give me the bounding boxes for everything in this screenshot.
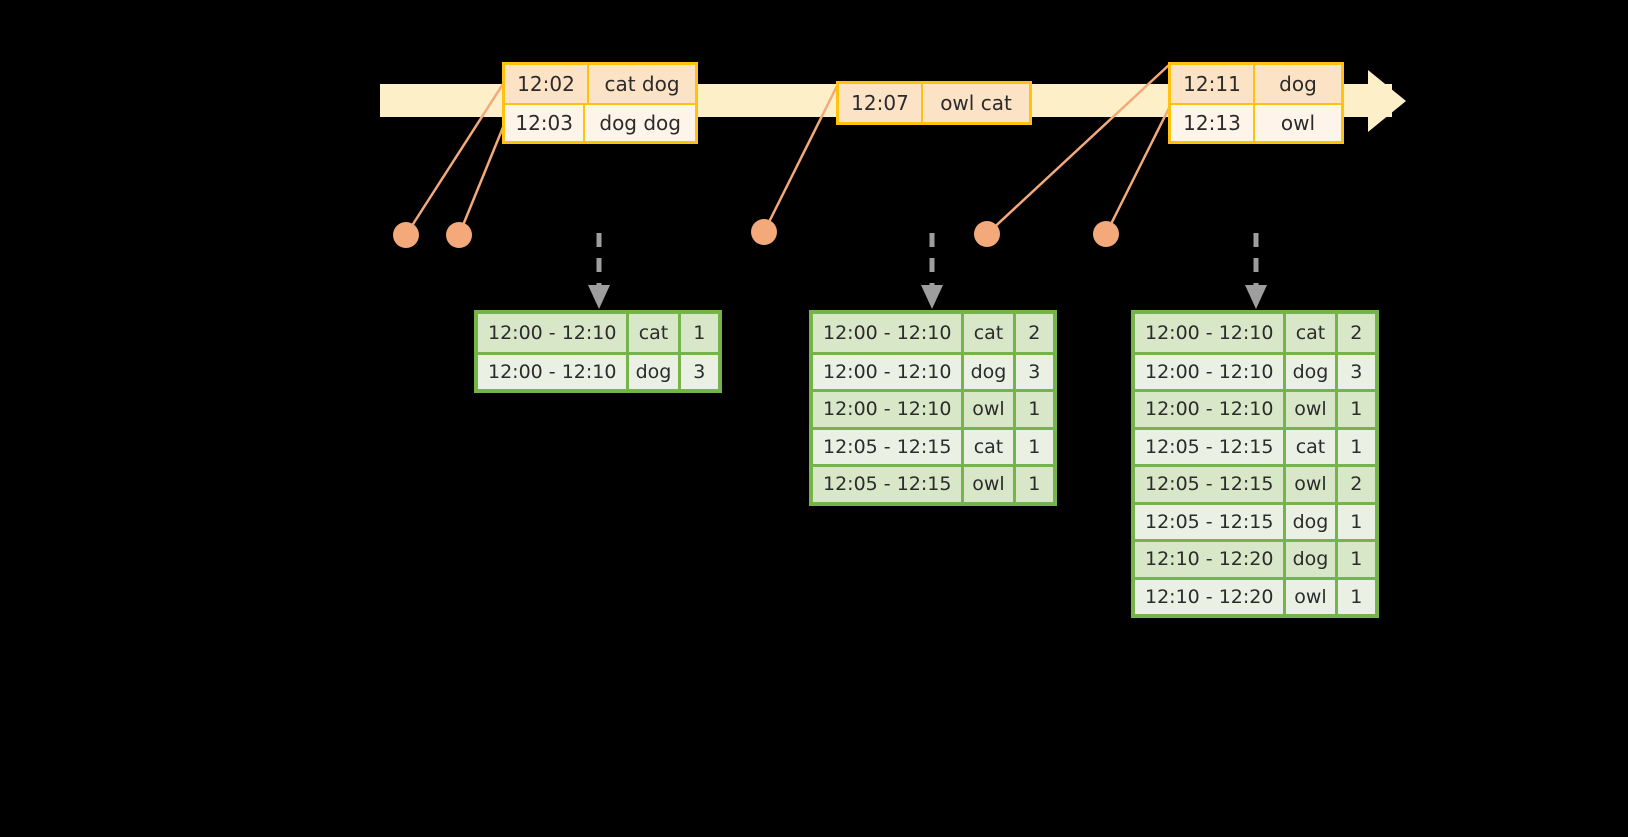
- event-row[interactable]: 12:11 dog: [1171, 65, 1341, 103]
- cell-key: cat: [1286, 429, 1338, 464]
- cell-count: 2: [1350, 321, 1363, 344]
- dashed-down-arrow-icon: [919, 233, 945, 309]
- cell-count: 2: [1028, 321, 1041, 344]
- cell-key: dog: [1286, 354, 1338, 389]
- cell-count: 1: [1028, 435, 1041, 458]
- event-words: owl cat: [940, 91, 1012, 115]
- cell-window: 12:10 - 12:20: [1135, 542, 1287, 577]
- cell-count: 1: [1028, 473, 1041, 496]
- event-row[interactable]: 12:13 owl: [1171, 103, 1341, 141]
- cell-count: 1: [1350, 435, 1363, 458]
- cell-window: 12:00 - 12:10: [478, 314, 630, 352]
- connector-dot-icon: [1093, 221, 1119, 247]
- connector-dot-icon: [751, 219, 777, 245]
- timeline-arrowhead-icon: [1368, 70, 1406, 132]
- cell-key: owl: [1286, 579, 1338, 614]
- dashed-down-arrow-icon: [1243, 233, 1269, 309]
- event-group-b[interactable]: 12:07 owl cat: [836, 81, 1032, 125]
- cell-count: 2: [1350, 473, 1363, 496]
- connector-line: [457, 119, 508, 236]
- cell-count: 3: [1028, 360, 1041, 383]
- cell-key: owl: [964, 467, 1016, 502]
- event-words: owl: [1280, 111, 1316, 135]
- event-time: 12:13: [1171, 105, 1255, 141]
- event-words: cat dog: [604, 72, 680, 96]
- event-time: 12:02: [505, 65, 589, 103]
- cell-window: 12:05 - 12:15: [1135, 504, 1287, 539]
- cell-count: 1: [1028, 398, 1041, 421]
- event-words: dog dog: [599, 111, 681, 135]
- cell-window: 12:05 - 12:15: [1135, 429, 1287, 464]
- cell-window: 12:00 - 12:10: [1135, 392, 1287, 427]
- event-row[interactable]: 12:02 cat dog: [505, 65, 695, 103]
- cell-window: 12:05 - 12:15: [813, 429, 965, 464]
- cell-count: 1: [1350, 585, 1363, 608]
- cell-count: 3: [1350, 360, 1363, 383]
- cell-key: dog: [1286, 504, 1338, 539]
- event-group-c[interactable]: 12:11 dog 12:13 owl: [1168, 62, 1344, 144]
- cell-key: cat: [1286, 314, 1338, 352]
- cell-count: 3: [693, 360, 706, 383]
- cell-key: dog: [1286, 542, 1338, 577]
- cell-window: 12:00 - 12:10: [1135, 314, 1287, 352]
- cell-key: owl: [1286, 392, 1338, 427]
- cell-window: 12:05 - 12:15: [1135, 467, 1287, 502]
- cell-window: 12:00 - 12:10: [478, 354, 630, 389]
- connector-dot-icon: [974, 221, 1000, 247]
- cell-key: owl: [1286, 467, 1338, 502]
- cell-window: 12:00 - 12:10: [813, 354, 965, 389]
- event-words: dog: [1279, 72, 1317, 96]
- event-row[interactable]: 12:07 owl cat: [839, 84, 1029, 122]
- cell-key: cat: [629, 314, 681, 352]
- connector-dot-icon: [393, 222, 419, 248]
- cell-window: 12:05 - 12:15: [813, 467, 965, 502]
- cell-window: 12:00 - 12:10: [813, 314, 965, 352]
- cell-count: 1: [1350, 510, 1363, 533]
- dashed-down-arrow-icon: [586, 233, 612, 309]
- cell-count: 1: [1350, 398, 1363, 421]
- cell-count: 1: [693, 321, 706, 344]
- cell-key: cat: [964, 429, 1016, 464]
- event-time: 12:07: [839, 84, 923, 122]
- event-time: 12:11: [1171, 65, 1255, 103]
- cell-key: dog: [629, 354, 681, 389]
- event-time: 12:03: [505, 105, 586, 141]
- cell-window: 12:00 - 12:10: [1135, 354, 1287, 389]
- connector-dot-icon: [446, 222, 472, 248]
- connector-line: [1104, 101, 1174, 235]
- event-group-a[interactable]: 12:02 cat dog 12:03 dog dog: [502, 62, 698, 144]
- cell-count: 1: [1350, 548, 1363, 571]
- cell-key: owl: [964, 392, 1016, 427]
- cell-window: 12:00 - 12:10: [813, 392, 965, 427]
- cell-key: cat: [964, 314, 1016, 352]
- cell-key: dog: [964, 354, 1016, 389]
- event-row[interactable]: 12:03 dog dog: [505, 103, 695, 141]
- cell-window: 12:10 - 12:20: [1135, 579, 1287, 614]
